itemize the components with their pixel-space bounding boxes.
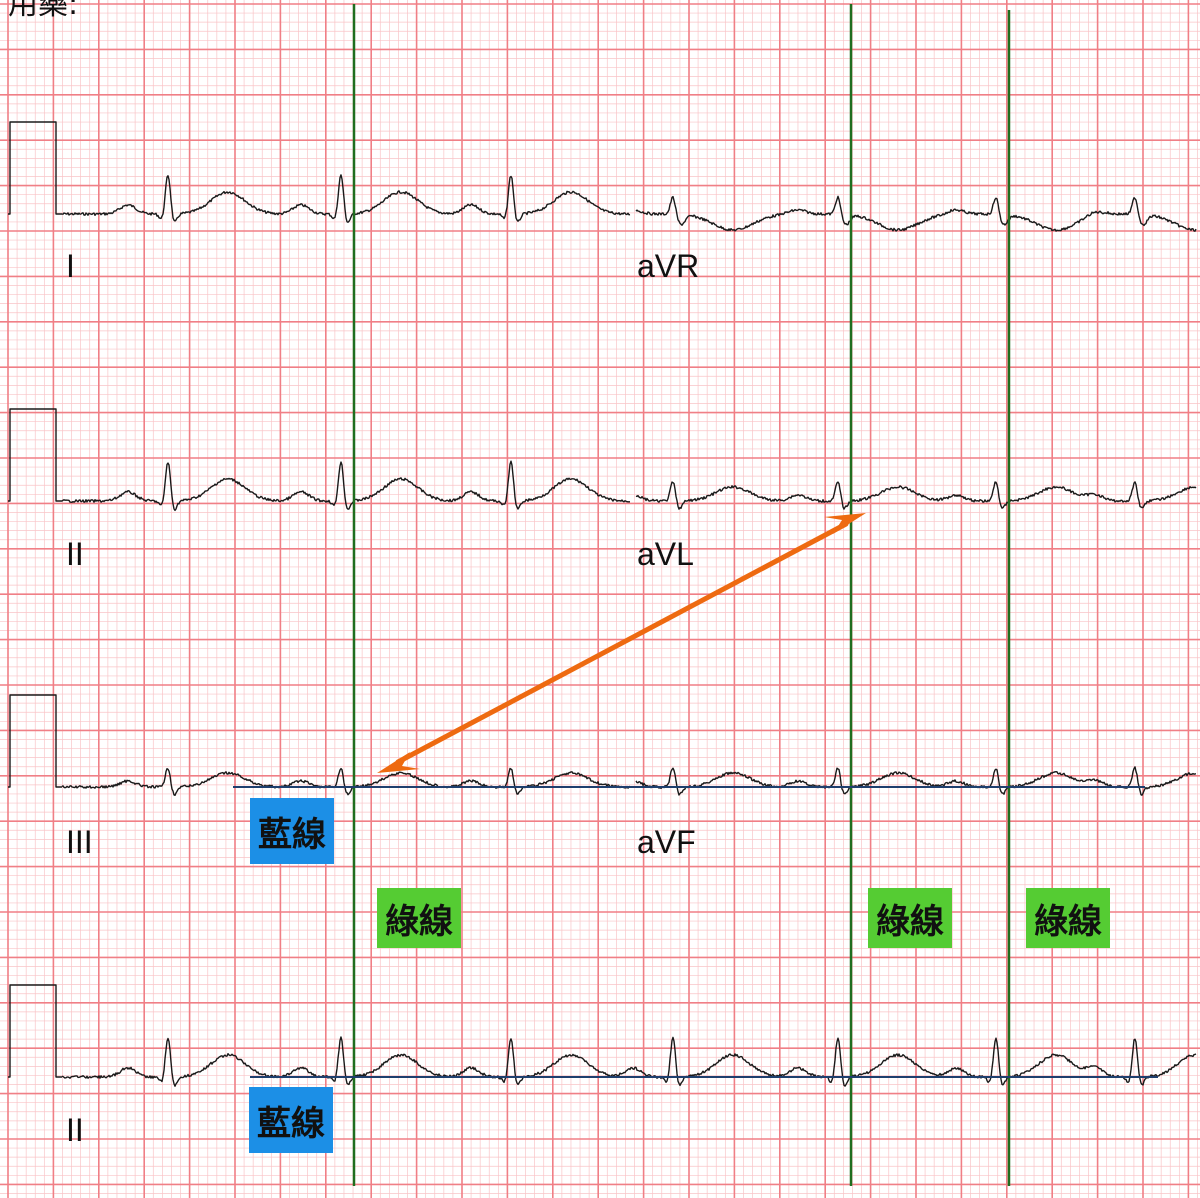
trace-rhythm-strip xyxy=(61,1036,1197,1087)
lead-label-iii: III xyxy=(66,824,93,860)
blue-line-tag-2: 藍線 xyxy=(249,1087,333,1153)
lead-label-ii: II xyxy=(66,536,84,572)
trace-row-1-left xyxy=(61,174,631,223)
lead-label-avr: aVR xyxy=(637,248,700,284)
green-line-tag-3: 綠線 xyxy=(1026,888,1110,948)
calibration-pulse-row-2 xyxy=(8,408,62,502)
ecg-traces xyxy=(8,121,1197,1087)
green-line-tag-2: 綠線 xyxy=(868,888,952,948)
calibration-pulse-row-1 xyxy=(8,121,62,215)
trace-row-2-right xyxy=(635,481,1197,510)
trace-row-1-right xyxy=(635,195,1197,232)
trace-row-3-left xyxy=(61,767,631,796)
trace-row-3-right xyxy=(635,766,1197,796)
trace-row-2-left xyxy=(61,460,630,512)
green-line-tag-1: 綠線 xyxy=(377,888,461,948)
blue-line-tag-1: 藍線 xyxy=(250,798,334,864)
lead-label-i: I xyxy=(66,248,75,284)
marker-lines xyxy=(233,4,1158,1186)
calibration-pulse-rhythm xyxy=(8,984,62,1078)
medication-header: 用藥: xyxy=(8,0,79,22)
lead-label-avf: aVF xyxy=(637,824,696,860)
calibration-pulse-row-3 xyxy=(8,694,62,788)
lead-label-avl: aVL xyxy=(637,536,694,572)
lead-label-rhythm-ii: II xyxy=(66,1112,84,1148)
double-headed-arrow-icon xyxy=(377,513,866,773)
